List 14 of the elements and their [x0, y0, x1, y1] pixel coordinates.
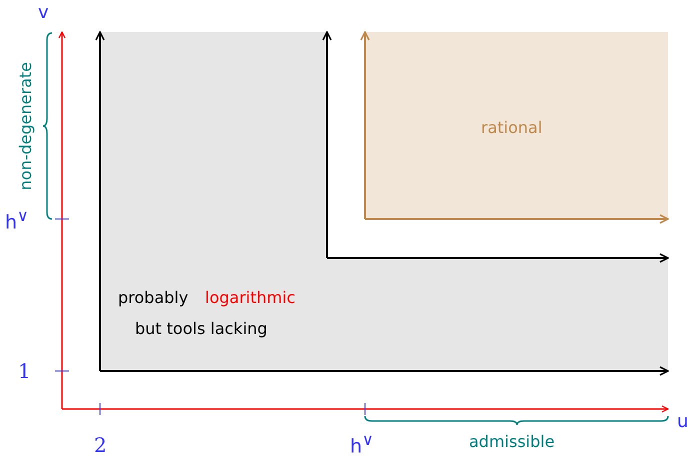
region-label: but tools lacking: [135, 321, 268, 337]
tick-label: 1: [18, 361, 31, 381]
tick-label: h$^{∨}$: [350, 432, 374, 456]
tick-label: 2: [94, 435, 107, 455]
region-label: logarithmic: [205, 290, 296, 306]
brace-label: non-degenerate: [18, 62, 34, 190]
shaded-region: [365, 32, 668, 219]
tick-label: h$^{∨}$: [5, 208, 29, 232]
axis-label: u: [677, 413, 688, 431]
shaded-region: [100, 32, 668, 371]
axis-label: v: [38, 4, 49, 22]
region-label: rational: [481, 120, 542, 136]
region-label: probably: [118, 290, 188, 306]
brace-label: admissible: [469, 434, 555, 450]
